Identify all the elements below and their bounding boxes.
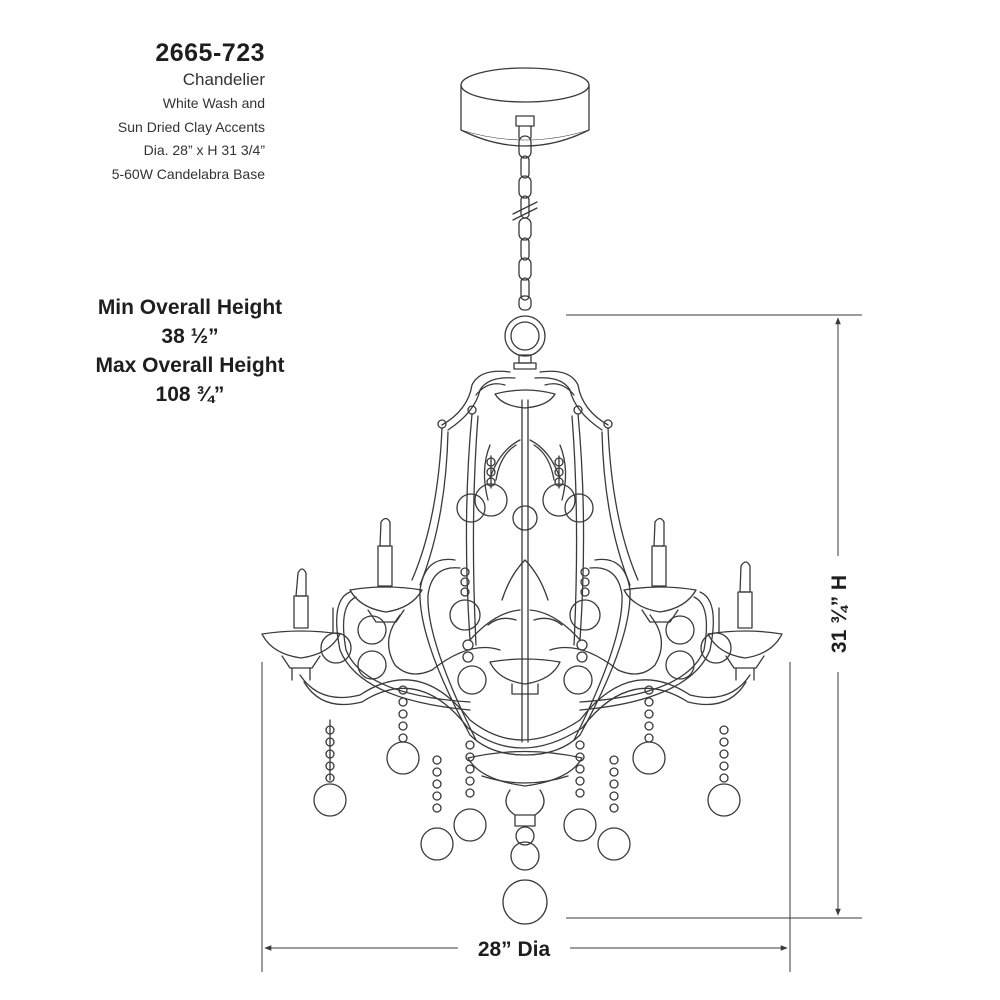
overall-height-block: Min Overall Height 38 ½” Max Overall Hei… [60,293,320,409]
model-number: 2665-723 [155,39,265,67]
max-height-label: Max Overall Height [95,354,285,377]
candle-right-outer [707,561,783,681]
bottom-bowl [467,750,583,827]
crystal-strands [313,685,741,925]
candle-left-outer [261,568,341,681]
hanging-chain [512,135,538,311]
max-height-value: 108 ¾” [155,383,225,406]
upper-cage [411,370,639,646]
min-height-value: 38 ½” [161,325,219,348]
spec-accents: Sun Dried Clay Accents [117,118,265,135]
center-cup [489,658,561,685]
spec-dimensions: Dia. 28” x H 31 3/4” [143,142,265,158]
dimension-lines [261,314,862,972]
top-ring [504,315,546,370]
candle-right-inner [623,517,697,623]
candle-left-inner [349,517,423,623]
lower-arms [299,558,751,756]
ceiling-canopy [460,67,590,147]
inner-beads [449,455,601,695]
center-stem [521,399,529,743]
width-dimension-label: 28” Dia [478,938,551,961]
spec-block: 2665-723 Chandelier White Wash and Sun D… [112,38,265,186]
product-type: Chandelier [182,70,265,89]
height-dimension-label: 31 ¾” H [828,575,851,653]
side-globes [320,607,732,680]
min-height-label: Min Overall Height [97,296,283,319]
spec-finish: White Wash and [162,95,265,111]
spec-bulbs: 5-60W Candelabra Base [111,165,265,182]
inner-sprays [469,439,581,641]
